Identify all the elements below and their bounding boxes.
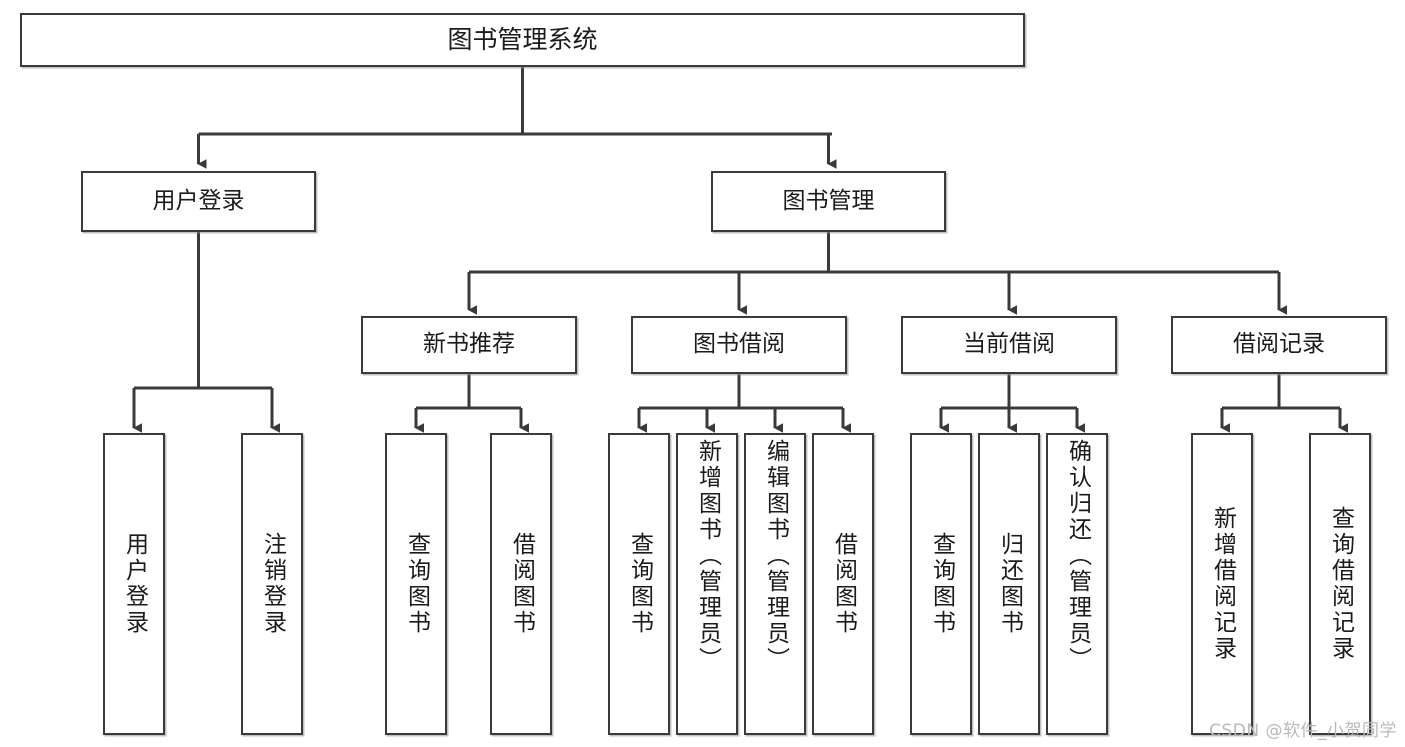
node-borrow-record-label: 借阅记录: [1233, 331, 1325, 358]
node-leaf-borrow-book-1[interactable]: 借阅图书: [490, 433, 552, 735]
node-current-borrow[interactable]: 当前借阅: [901, 316, 1117, 374]
node-new-book-recommend[interactable]: 新书推荐: [361, 316, 577, 374]
node-leaf-confirm-return-admin[interactable]: 确认归还（管理员）: [1046, 433, 1108, 735]
node-leaf-user-login-label: 用户登录: [121, 532, 148, 636]
node-leaf-borrow-book-2-label: 借阅图书: [830, 532, 857, 636]
node-leaf-query-borrow-record-label: 查询借阅记录: [1327, 506, 1354, 662]
node-leaf-add-book-admin-label: 新增图书（管理员）: [694, 439, 721, 673]
node-leaf-add-borrow-record[interactable]: 新增借阅记录: [1191, 433, 1253, 735]
node-leaf-edit-book-admin-label: 编辑图书（管理员）: [762, 439, 789, 673]
node-leaf-edit-book-admin[interactable]: 编辑图书（管理员）: [744, 433, 806, 735]
node-new-book-recommend-label: 新书推荐: [423, 331, 515, 358]
node-leaf-borrow-book-2[interactable]: 借阅图书: [812, 433, 874, 735]
node-leaf-query-borrow-record[interactable]: 查询借阅记录: [1309, 433, 1371, 735]
node-leaf-logout-login[interactable]: 注销登录: [241, 433, 303, 735]
node-root-label: 图书管理系统: [447, 25, 598, 55]
node-leaf-return-book[interactable]: 归还图书: [978, 433, 1040, 735]
node-leaf-query-book-2-label: 查询图书: [626, 532, 653, 636]
node-leaf-query-book-1[interactable]: 查询图书: [385, 433, 447, 735]
node-current-borrow-label: 当前借阅: [963, 331, 1055, 358]
node-book-manage[interactable]: 图书管理: [711, 171, 946, 232]
node-user-login[interactable]: 用户登录: [81, 171, 316, 232]
node-leaf-query-book-3[interactable]: 查询图书: [910, 433, 972, 735]
node-leaf-add-book-admin[interactable]: 新增图书（管理员）: [676, 433, 738, 735]
node-leaf-add-borrow-record-label: 新增借阅记录: [1209, 506, 1236, 662]
node-leaf-logout-login-label: 注销登录: [259, 532, 286, 636]
node-book-borrow[interactable]: 图书借阅: [631, 316, 847, 374]
node-leaf-borrow-book-1-label: 借阅图书: [508, 532, 535, 636]
node-root[interactable]: 图书管理系统: [20, 13, 1025, 67]
node-book-manage-label: 图书管理: [782, 187, 875, 214]
node-leaf-user-login[interactable]: 用户登录: [103, 433, 165, 735]
node-leaf-query-book-1-label: 查询图书: [403, 532, 430, 636]
node-leaf-return-book-label: 归还图书: [996, 532, 1023, 636]
node-leaf-confirm-return-admin-label: 确认归还（管理员）: [1064, 439, 1091, 673]
node-user-login-label: 用户登录: [152, 187, 245, 214]
node-leaf-query-book-3-label: 查询图书: [928, 532, 955, 636]
node-leaf-query-book-2[interactable]: 查询图书: [608, 433, 670, 735]
node-borrow-record[interactable]: 借阅记录: [1171, 316, 1387, 374]
node-book-borrow-label: 图书借阅: [693, 331, 785, 358]
